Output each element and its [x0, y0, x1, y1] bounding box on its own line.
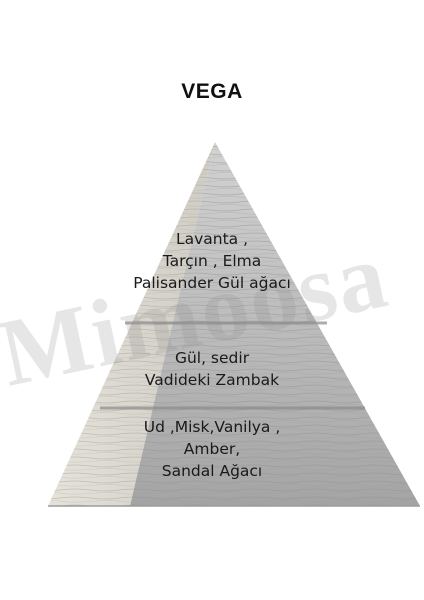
top-notes-tier: Lavanta , Tarçın , Elma Palisander Gül a…	[0, 228, 424, 294]
base-notes-tier: Ud ,Misk,Vanilya , Amber, Sandal Ağacı	[0, 416, 424, 482]
page-title: VEGA	[181, 80, 243, 103]
heart-note-line: Vadideki Zambak	[144, 371, 280, 389]
top-note-line: Tarçın , Elma	[162, 252, 262, 270]
base-note-line: Ud ,Misk,Vanilya ,	[143, 418, 281, 436]
top-note-line: Lavanta ,	[175, 230, 249, 248]
heart-notes-tier: Gül, sedir Vadideki Zambak	[0, 347, 424, 391]
base-note-line: Sandal Ağacı	[161, 462, 263, 480]
base-note-line: Amber,	[183, 440, 241, 458]
top-note-line: Palisander Gül ağacı	[133, 274, 291, 292]
heart-note-line: Gül, sedir	[174, 349, 250, 367]
